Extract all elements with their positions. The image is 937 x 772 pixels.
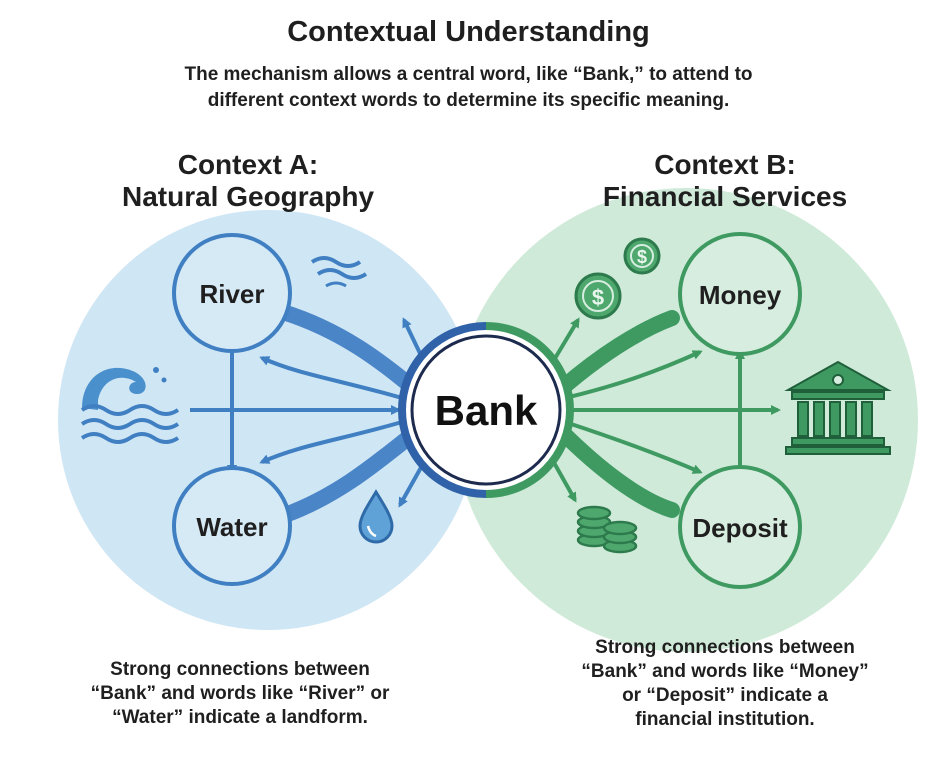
- node-money-label: Money: [699, 280, 782, 310]
- context-a-heading-line-2: Natural Geography: [121, 181, 375, 212]
- context-a-caption-line-1: Strong connections between: [110, 659, 370, 680]
- arrow-bank-water-thin: [259, 420, 403, 464]
- node-deposit: Deposit: [678, 465, 802, 589]
- node-money: Money: [678, 232, 802, 356]
- context-b-heading-line-1: Context B:: [654, 149, 796, 180]
- node-bank-label: Bank: [435, 387, 538, 434]
- subtitle-line-2: different context words to determine its…: [207, 90, 730, 111]
- dollar-coin-icon: $ $: [574, 237, 661, 320]
- context-a-caption-line-2: “Bank” and words like “River” or: [90, 683, 390, 704]
- flow-bank-deposit: [552, 422, 680, 518]
- context-b-caption-line-3: or “Deposit” indicate a: [622, 685, 828, 706]
- node-water: Water: [172, 466, 292, 586]
- node-river-label: River: [199, 279, 264, 309]
- context-b-caption-line-2: “Bank” and words like “Money”: [581, 661, 869, 682]
- wave-icon: [80, 367, 180, 444]
- context-b-caption-line-4: financial institution.: [635, 709, 815, 730]
- svg-text:$: $: [592, 285, 604, 310]
- waves-icon: [310, 256, 368, 288]
- context-a-heading-line-1: Context A:: [177, 149, 319, 180]
- subtitle-line-1: The mechanism allows a central word, lik…: [184, 64, 753, 85]
- context-a-caption-line-3: “Water” indicate a landform.: [112, 707, 368, 728]
- flow-bank-money: [552, 310, 680, 398]
- node-bank: Bank: [398, 322, 574, 498]
- water-drop-icon: [358, 489, 394, 544]
- context-b-caption-line-1: Strong connections between: [595, 637, 855, 658]
- context-b-heading-line-2: Financial Services: [602, 181, 848, 212]
- context-b-circle: [454, 188, 918, 652]
- svg-text:$: $: [637, 247, 647, 267]
- node-deposit-label: Deposit: [692, 513, 788, 543]
- node-water-label: Water: [196, 512, 267, 542]
- arrow-bank-deposit-thin: [564, 420, 703, 474]
- page-title: Contextual Understanding: [287, 16, 650, 48]
- coin-stack-icon: [576, 505, 638, 554]
- bank-building-icon: [784, 360, 892, 455]
- node-river: River: [172, 233, 292, 353]
- arrow-bank-river-thin: [259, 356, 403, 400]
- arrow-bank-money-thin: [564, 350, 703, 400]
